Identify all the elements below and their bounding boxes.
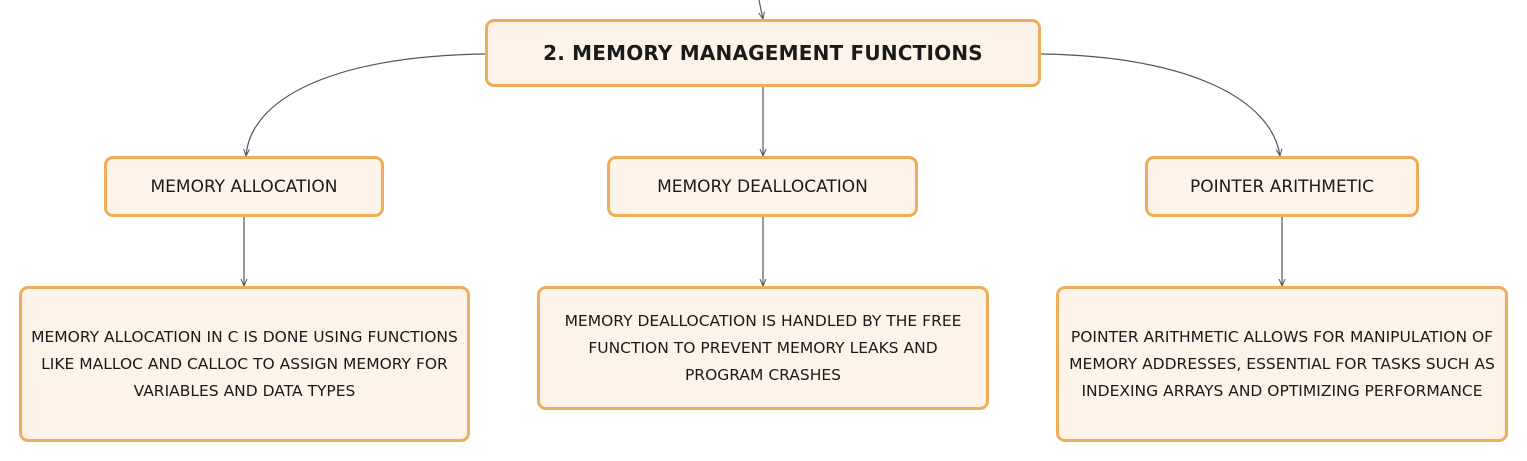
node-memory-allocation-description[interactable]: MEMORY ALLOCATION IN C IS DONE USING FUN… (19, 286, 470, 442)
connector-root-to-allocation (246, 53, 486, 156)
node-memory-deallocation[interactable]: MEMORY DEALLOCATION (607, 156, 918, 217)
root-node-label: 2. MEMORY MANAGEMENT FUNCTIONS (543, 41, 983, 65)
node-memory-allocation-label: MEMORY ALLOCATION (150, 176, 338, 197)
memory-allocation-description-text: MEMORY ALLOCATION IN C IS DONE USING FUN… (31, 327, 458, 400)
pointer-arithmetic-description-text: POINTER ARITHMETIC ALLOWS FOR MANIPULATI… (1069, 327, 1495, 400)
memory-deallocation-description-text: MEMORY DEALLOCATION IS HANDLED BY THE FR… (564, 311, 962, 384)
node-pointer-arithmetic-description[interactable]: POINTER ARITHMETIC ALLOWS FOR MANIPULATI… (1056, 286, 1508, 442)
node-memory-deallocation-description[interactable]: MEMORY DEALLOCATION IS HANDLED BY THE FR… (537, 286, 989, 410)
connector-root-to-pointer-arithmetic (1040, 53, 1280, 156)
node-pointer-arithmetic[interactable]: POINTER ARITHMETIC (1145, 156, 1419, 217)
node-memory-deallocation-label: MEMORY DEALLOCATION (657, 176, 868, 197)
node-memory-allocation[interactable]: MEMORY ALLOCATION (104, 156, 384, 217)
node-pointer-arithmetic-label: POINTER ARITHMETIC (1189, 176, 1374, 197)
root-node[interactable]: 2. MEMORY MANAGEMENT FUNCTIONS (485, 19, 1041, 87)
connector-parent-to-root (759, 0, 763, 19)
